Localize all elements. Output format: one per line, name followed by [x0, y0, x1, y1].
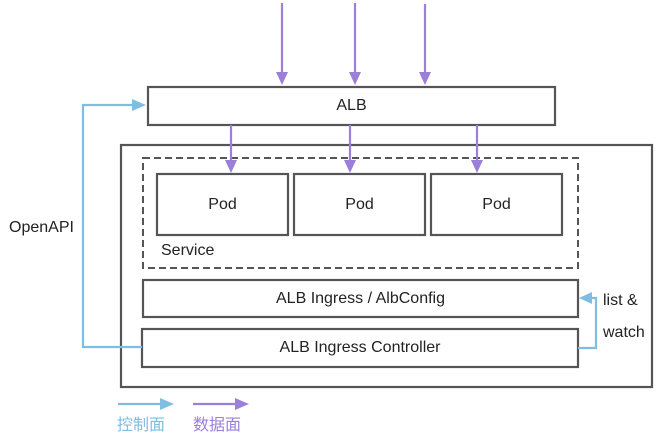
alb-to-pod-arrow	[225, 125, 237, 173]
pod-box	[155, 172, 290, 237]
legend-control-arrow	[118, 398, 174, 410]
controller-label: ALB Ingress Controller	[279, 339, 441, 356]
list-watch-label-line2: watch	[603, 324, 645, 341]
incoming-traffic-arrows	[276, 3, 431, 85]
incoming-arrow	[276, 3, 288, 85]
incoming-arrow	[349, 3, 361, 85]
alb-to-pod-arrows	[225, 125, 483, 173]
service-box	[142, 157, 579, 269]
legend-control-label: 控制面	[117, 415, 166, 434]
cluster-box	[119, 143, 654, 389]
controller-box	[140, 327, 580, 369]
pod-box	[429, 172, 564, 237]
alb-config-label: ALB Ingress / AlbConfig	[276, 289, 445, 307]
pod-label: Pod	[482, 195, 511, 213]
alb-config-box	[141, 278, 580, 319]
pod-box	[292, 172, 427, 237]
incoming-arrow	[419, 4, 431, 85]
openapi-label: OpenAPI	[9, 219, 74, 236]
list-watch-connector	[578, 292, 598, 350]
alb-to-pod-arrow	[344, 125, 356, 173]
service-label: Service	[161, 242, 215, 259]
list-watch-label-line1: list &	[603, 292, 638, 309]
pod-label: Pod	[208, 195, 237, 213]
openapi-connector	[81, 99, 146, 349]
alb-to-pod-arrow	[471, 125, 483, 173]
legend-data-label: 数据面	[193, 415, 242, 434]
alb-label: ALB	[336, 97, 367, 114]
alb-box	[146, 85, 557, 127]
pod-label: Pod	[345, 195, 374, 213]
legend-data-arrow	[193, 398, 249, 410]
